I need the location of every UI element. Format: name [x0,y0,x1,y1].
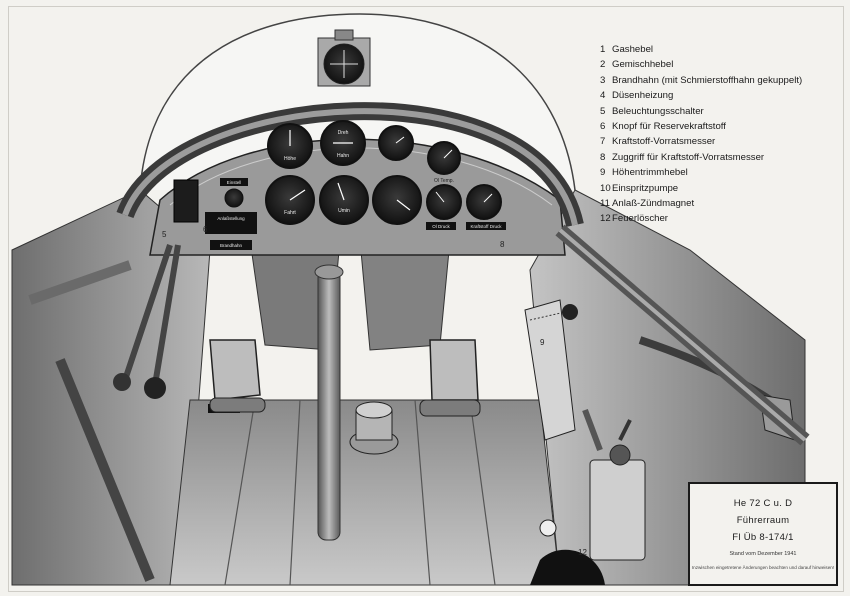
legend-item: 5 Beleuchtungsschalter [600,104,840,119]
legend-number: 10 [600,182,611,194]
section-title: Führerraum [736,515,790,526]
legend-label: Anlaß-Zündmagnet [612,198,695,210]
legend-number: 6 [600,121,606,133]
callout-number: 6 [203,225,208,234]
revision-date: Stand vom Dezember 1941 [729,551,797,557]
trim-lever [524,299,578,441]
legend-label: Höhentrimmhebel [612,167,688,179]
legend-number: 5 [600,105,606,117]
legend-number: 4 [600,90,606,102]
windscreen [139,13,576,191]
dial-label: Fahrt [284,210,296,216]
callout-number: 5 [162,230,167,239]
legend-item: 10Einspritzpumpe [600,181,840,196]
dial-label: Höhe [284,156,296,162]
page-border [8,6,844,592]
gauge-oil-temp: Ol Temp. [427,141,461,184]
legend-item: 8 Zuggriff für Kraftstoff-Vorratsmesser [600,150,840,165]
legend-item: 6 Knopf für Reservekraftstoff [600,119,840,134]
small-gauge [539,519,557,537]
legend-label: Düsenheizung [612,90,674,102]
floor-pump [349,401,399,455]
dial-label: Ol Temp. [434,178,454,184]
dial-label: Hahn [337,153,349,159]
plate-text: Brandhahn [220,243,243,248]
switch-box [173,179,199,223]
throttle-levers [28,244,181,582]
title-block: He 72 C u. D Führerraum Fl Üb 8-174/1 St… [688,482,838,586]
rudder-pedal-right [419,339,481,417]
callout-number: 12 [578,548,587,557]
speaking-tube [555,224,810,446]
gauge-clock [378,125,414,161]
legend-label: Gemischhebel [612,59,674,71]
legend-label: Feuerlöscher [612,213,668,225]
aircraft-type: He 72 C u. D [733,498,793,509]
dial-label: Dreh [338,130,349,136]
legend-label: Knopf für Reservekraftstoff [612,121,726,133]
control-stick [314,264,344,541]
legend-label: Einspritzpumpe [612,182,679,194]
legend-item: 4 Düsenheizung [600,88,840,103]
document-number: Fl Üb 8-174/1 [732,532,794,543]
plate-text: Einstell [227,180,242,185]
callout-number: 8 [500,240,505,249]
plate-text: Anlaßstellung [217,216,245,221]
legend-number: 7 [600,136,606,148]
legend-item: 7 Kraftstoff-Vorratsmesser [600,134,840,149]
legend-number: 8 [600,151,606,163]
legend-number: 2 [600,59,606,71]
rudder-pedal-left [209,339,266,413]
fire-extinguisher [582,408,646,561]
shadow-corner [530,549,605,585]
legend-item: 12Feuerlöscher [600,211,840,226]
legend-number: 9 [600,167,606,179]
gauge-fuel-pressure [466,184,502,220]
compass-gauge [317,29,371,87]
legend-label: Brandhahn (mit Schmierstoffhahn gekuppel… [612,74,803,86]
legend-item: 9 Höhentrimmhebel [600,165,840,180]
legend-number: 12 [600,213,611,225]
legend-number: 1 [600,44,606,55]
gauge-turn: Dreh Hahn [320,120,366,166]
legend-label: Kraftstoff-Vorratsmesser [612,136,716,148]
legend-item: 2 Gemischhebel [600,57,840,72]
legend-label: Gashebel [612,44,654,55]
gauge-tachometer: Umin [319,175,369,225]
legend-number: 11 [600,198,610,210]
gauge-vario [372,175,422,225]
legend-label: Zuggriff für Kraftstoff-Vorratsmesser [612,151,765,163]
plate-text: Ol Druck [432,224,450,229]
change-note: Inzwischen eingetretene Änderungen beach… [691,565,835,570]
gauge-oil-pressure [426,184,462,220]
gauge-airspeed: Fahrt [265,175,315,225]
callout-number: 9 [540,338,545,347]
gauge-altimeter: Höhe [267,123,313,169]
small-gauge [224,188,244,208]
legend-item: 1 Gashebel [600,42,840,57]
dial-label: Umin [338,208,350,214]
legend-item: 3 Brandhahn (mit Schmierstoffhahn gekuppe… [600,73,840,88]
legend-label: Beleuchtungsschalter [612,105,704,117]
plate-text: Kraftstoff Druck [471,224,503,229]
legend-number: 3 [600,74,606,86]
legend: 1 Gashebel 2 Gemischhebel 3 Brandhahn (mit Sc… [600,42,840,227]
